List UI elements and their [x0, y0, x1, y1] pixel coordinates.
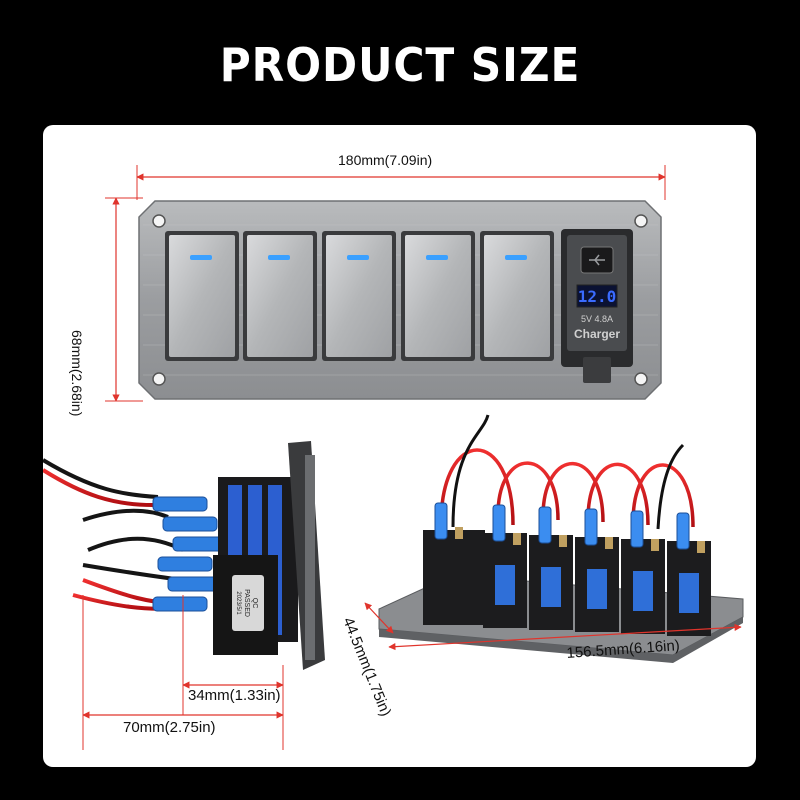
svg-text:2023/5/1: 2023/5/1 — [235, 591, 241, 615]
qc-sticker: QC PASSED 2023/5/1 — [232, 575, 264, 631]
product-illustration: 12.0 5V 4.8A Charger — [43, 165, 744, 750]
front-view: 12.0 5V 4.8A Charger — [105, 165, 666, 402]
voltage-display — [576, 284, 618, 308]
indicator-light-icon — [347, 255, 369, 260]
panel-length-dimension-line — [388, 623, 742, 651]
svg-text:QC: QC — [251, 598, 258, 609]
voltage-display-value: 12.0 — [578, 287, 617, 306]
usb-icon — [589, 254, 605, 266]
charger-label: Charger — [574, 327, 620, 341]
product-image-area: 12.0 5V 4.8A Charger — [43, 125, 756, 767]
mounting-holes — [152, 214, 648, 386]
indicator-light-icon — [190, 255, 212, 260]
page-title: PRODUCT SIZE — [219, 38, 581, 92]
height-dimension-label: 68mm(2.68in) — [69, 330, 85, 417]
rocker-switch-4 — [401, 231, 475, 361]
rocker-switch-5 — [480, 231, 554, 361]
rocker-switch-2 — [243, 231, 317, 361]
depth-small-dimension-label: 34mm(1.33in) — [188, 687, 281, 704]
width-dimension-label: 180mm(7.09in) — [338, 152, 433, 168]
usb-charger-module: 12.0 5V 4.8A Charger — [561, 229, 633, 383]
indicator-light-icon — [268, 255, 290, 260]
rocker-switch-1 — [165, 231, 239, 361]
indicator-light-icon — [426, 255, 448, 260]
charger-rating-label: 5V 4.8A — [581, 314, 613, 324]
panel-height-dimension-line — [364, 602, 394, 634]
rear-view — [364, 414, 744, 663]
depth-total-dimension-label: 70mm(2.75in) — [123, 719, 216, 736]
svg-text:PASSED: PASSED — [243, 589, 250, 617]
indicator-light-icon — [505, 255, 527, 260]
side-view: QC PASSED 2023/5/1 — [43, 441, 325, 750]
rocker-switch-3 — [322, 231, 396, 361]
